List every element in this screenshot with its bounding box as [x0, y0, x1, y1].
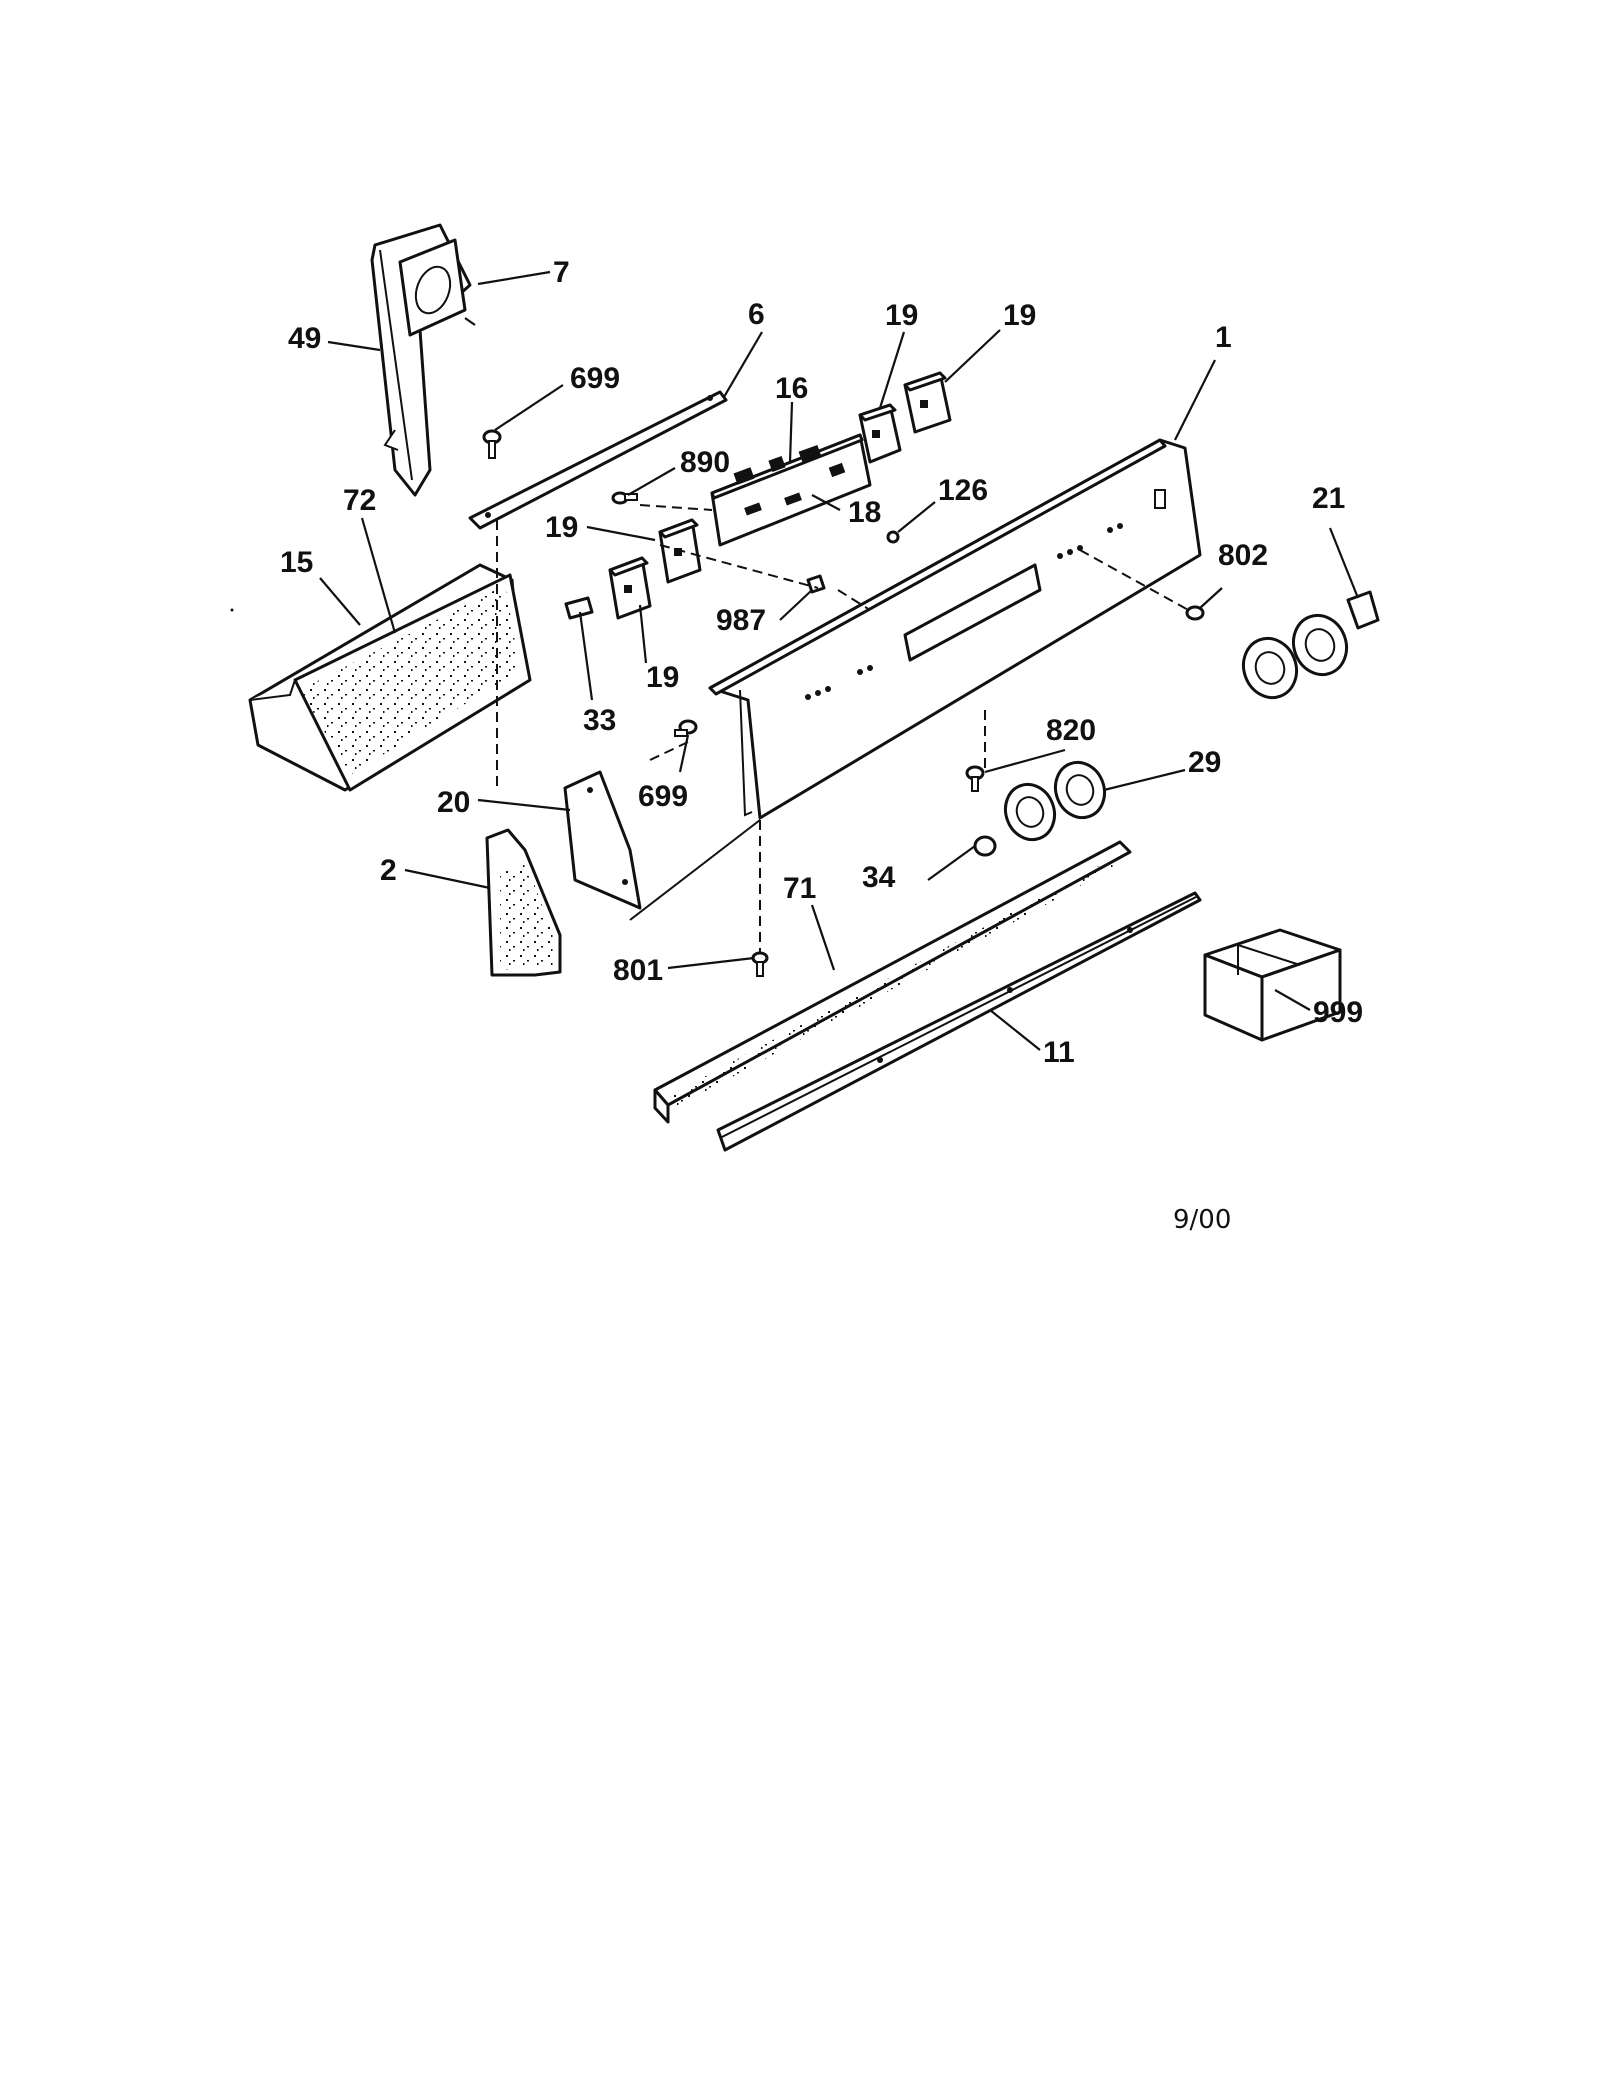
date-code: 9/00 [1173, 1205, 1231, 1235]
callout-20: 20 [437, 786, 470, 819]
alignment-lines [496, 504, 1193, 952]
screw-820 [965, 765, 985, 792]
callout-71: 71 [783, 872, 816, 905]
callout-11: 11 [1043, 1036, 1075, 1069]
part-34 [973, 835, 997, 857]
callout-987: 987 [716, 604, 766, 637]
callout-19-lower-b: 19 [646, 661, 679, 694]
channel-part [248, 563, 532, 792]
switch-19-upper-b [903, 371, 952, 434]
callout-15: 15 [280, 546, 313, 579]
callout-1: 1 [1215, 321, 1232, 354]
switch-19-lower-b [608, 556, 652, 620]
knob-pair-29 [1003, 760, 1107, 842]
part-21 [1346, 590, 1380, 630]
screw-699-lower [674, 719, 698, 737]
callout-18: 18 [848, 496, 881, 529]
callout-16: 16 [775, 372, 808, 405]
stray-dot [230, 608, 234, 612]
callout-999: 999 [1313, 996, 1363, 1029]
callout-33: 33 [583, 704, 616, 737]
callout-2: 2 [380, 854, 397, 887]
rail-71-part [653, 840, 1132, 1124]
switch-19-upper-a [858, 403, 902, 464]
callout-890: 890 [680, 446, 730, 479]
callout-19-upper-b: 19 [1003, 299, 1036, 332]
callout-802: 802 [1218, 539, 1268, 572]
control-board-part [710, 433, 872, 547]
callout-126: 126 [938, 474, 988, 507]
callout-19-upper-a: 19 [885, 299, 918, 332]
leader-lines [319, 270, 1360, 1051]
callout-7: 7 [553, 256, 570, 289]
knob-pair-upper [1242, 613, 1348, 700]
screw-802 [1185, 605, 1205, 621]
callout-29: 29 [1188, 746, 1221, 779]
backguard-panel-part [708, 438, 1202, 820]
part-33 [564, 596, 594, 620]
bracket-20-part [563, 770, 642, 910]
rail-11-part [716, 891, 1202, 1152]
end-cap-2-part [485, 828, 562, 977]
callout-34: 34 [862, 861, 896, 894]
screw-801 [751, 951, 769, 977]
callout-801: 801 [613, 954, 663, 987]
callout-699-upper: 699 [570, 362, 620, 395]
callout-6: 6 [748, 298, 765, 331]
callout-49: 49 [288, 322, 321, 355]
callout-21: 21 [1312, 482, 1345, 515]
callout-19-lower-a: 19 [545, 511, 578, 544]
screw-890 [611, 491, 638, 505]
box-999-part [1203, 928, 1342, 1042]
strip-part [468, 390, 728, 530]
screw-699-upper [482, 429, 502, 459]
part-126 [886, 530, 900, 544]
callout-820: 820 [1046, 714, 1096, 747]
callout-labels: 7 49 6 699 16 19 19 1 890 18 126 72 15 1… [280, 256, 1363, 1069]
clip-987 [806, 574, 826, 594]
callout-72: 72 [343, 484, 376, 517]
side-bracket-part [370, 223, 472, 497]
callout-699-lower: 699 [638, 780, 688, 813]
